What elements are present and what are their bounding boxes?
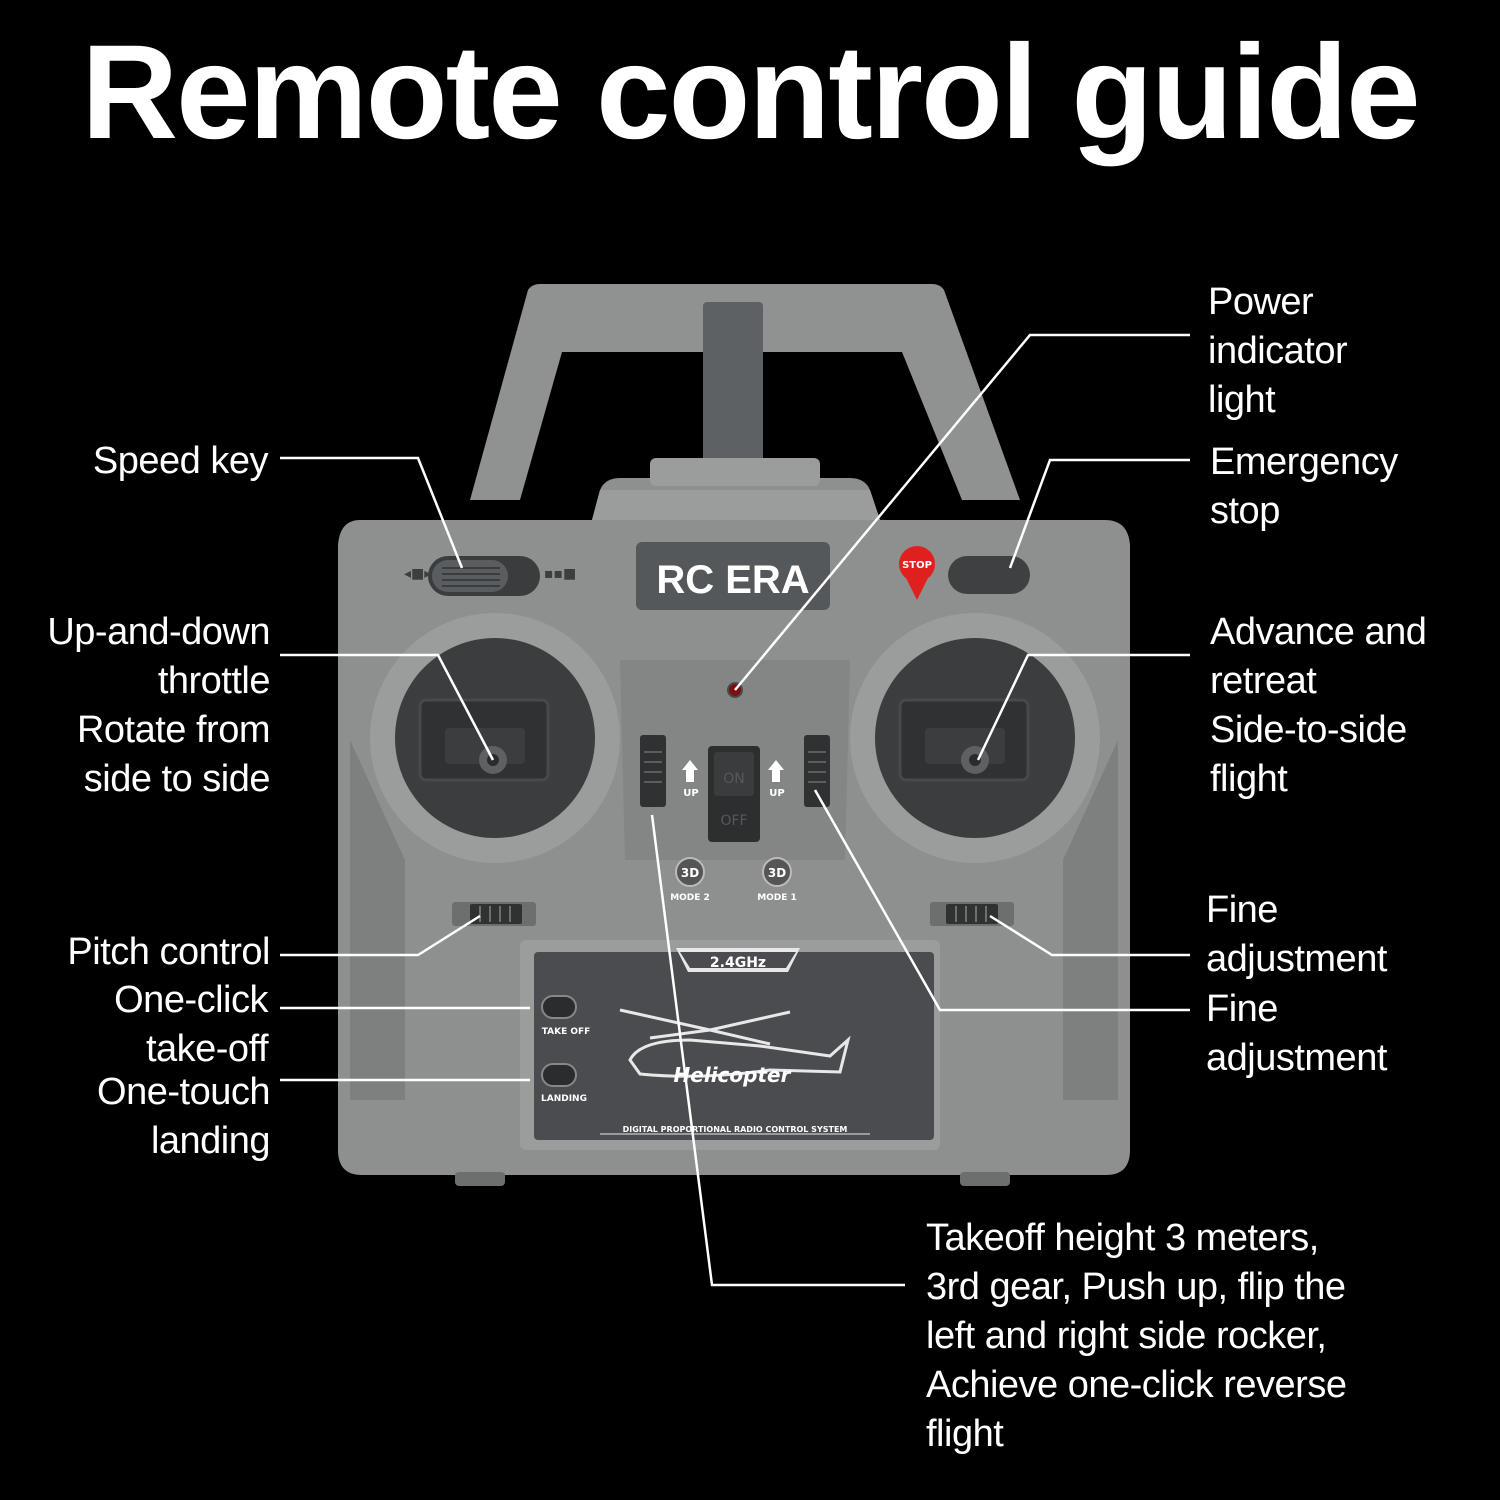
svg-text:MODE 2: MODE 2 bbox=[670, 893, 710, 903]
svg-text:TAKE OFF: TAKE OFF bbox=[542, 1027, 591, 1037]
antenna bbox=[703, 302, 763, 477]
leader-lines bbox=[280, 333, 1190, 1287]
label-pitch-control: Pitch control bbox=[67, 931, 270, 973]
mode2-badge bbox=[675, 857, 705, 887]
note-leader bbox=[650, 814, 905, 1287]
label-reverse-flight-note: Takeoff height 3 meters, 3rd gear, Push … bbox=[926, 1217, 1347, 1455]
svg-text:MODE 1: MODE 1 bbox=[757, 893, 797, 903]
label-landing: One-touch landing bbox=[97, 1071, 270, 1162]
up-arrow-icon bbox=[682, 760, 698, 782]
mode1-badge bbox=[762, 857, 792, 887]
svg-text:LANDING: LANDING bbox=[541, 1094, 587, 1104]
svg-text:2.4GHz: 2.4GHz bbox=[710, 955, 766, 971]
takeoff-button[interactable] bbox=[541, 995, 577, 1019]
emergency-leader bbox=[1008, 458, 1190, 569]
svg-text:UP: UP bbox=[769, 788, 784, 799]
page-title: Remote control guide bbox=[81, 18, 1420, 167]
label-emergency-stop: Emergency stop bbox=[1210, 441, 1398, 532]
svg-text:STOP: STOP bbox=[902, 560, 932, 571]
pitch-leader bbox=[280, 914, 481, 957]
label-takeoff: One-click take-off bbox=[114, 979, 268, 1070]
info-panel bbox=[534, 952, 934, 1140]
label-fine-adjustment-1: Fine adjustment bbox=[1206, 889, 1387, 980]
left-grip bbox=[350, 740, 405, 1100]
landing-button[interactable] bbox=[541, 1063, 577, 1087]
up-arrow-icon bbox=[768, 760, 784, 782]
power-leader bbox=[734, 333, 1190, 691]
advance-leader bbox=[976, 653, 1190, 761]
carry-handle bbox=[470, 284, 1020, 500]
label-advance: Advance and retreat Side-to-side flight bbox=[1210, 611, 1427, 800]
svg-text:Helicopter: Helicopter bbox=[674, 1063, 792, 1087]
svg-text:ON: ON bbox=[723, 771, 745, 787]
svg-text:OFF: OFF bbox=[720, 813, 747, 829]
label-throttle: Up-and-down throttle Rotate from side to… bbox=[47, 611, 270, 800]
throttle-leader bbox=[280, 653, 495, 761]
svg-text:UP: UP bbox=[683, 788, 698, 799]
brand-badge bbox=[636, 542, 830, 610]
label-power-indicator: Power indicator light bbox=[1208, 281, 1348, 421]
svg-text:3D: 3D bbox=[768, 866, 786, 880]
fine2-leader bbox=[813, 789, 1190, 1012]
fine1-leader bbox=[989, 914, 1190, 957]
speed-key-leader bbox=[280, 456, 464, 569]
stop-badge bbox=[899, 546, 935, 582]
svg-text:3D: 3D bbox=[681, 866, 699, 880]
svg-text:DIGITAL PROPORTIONAL RADIO CON: DIGITAL PROPORTIONAL RADIO CONTROL SYSTE… bbox=[623, 1125, 848, 1134]
label-fine-adjustment-2: Fine adjustment bbox=[1206, 988, 1387, 1079]
label-speed-key: Speed key bbox=[92, 440, 269, 482]
brand-text: RC ERA bbox=[656, 558, 809, 602]
emergency-stop-button[interactable] bbox=[948, 556, 1030, 594]
speed-high-icon: ▪▪■ bbox=[544, 566, 576, 582]
speed-low-icon: ◂■▸ bbox=[404, 566, 431, 582]
